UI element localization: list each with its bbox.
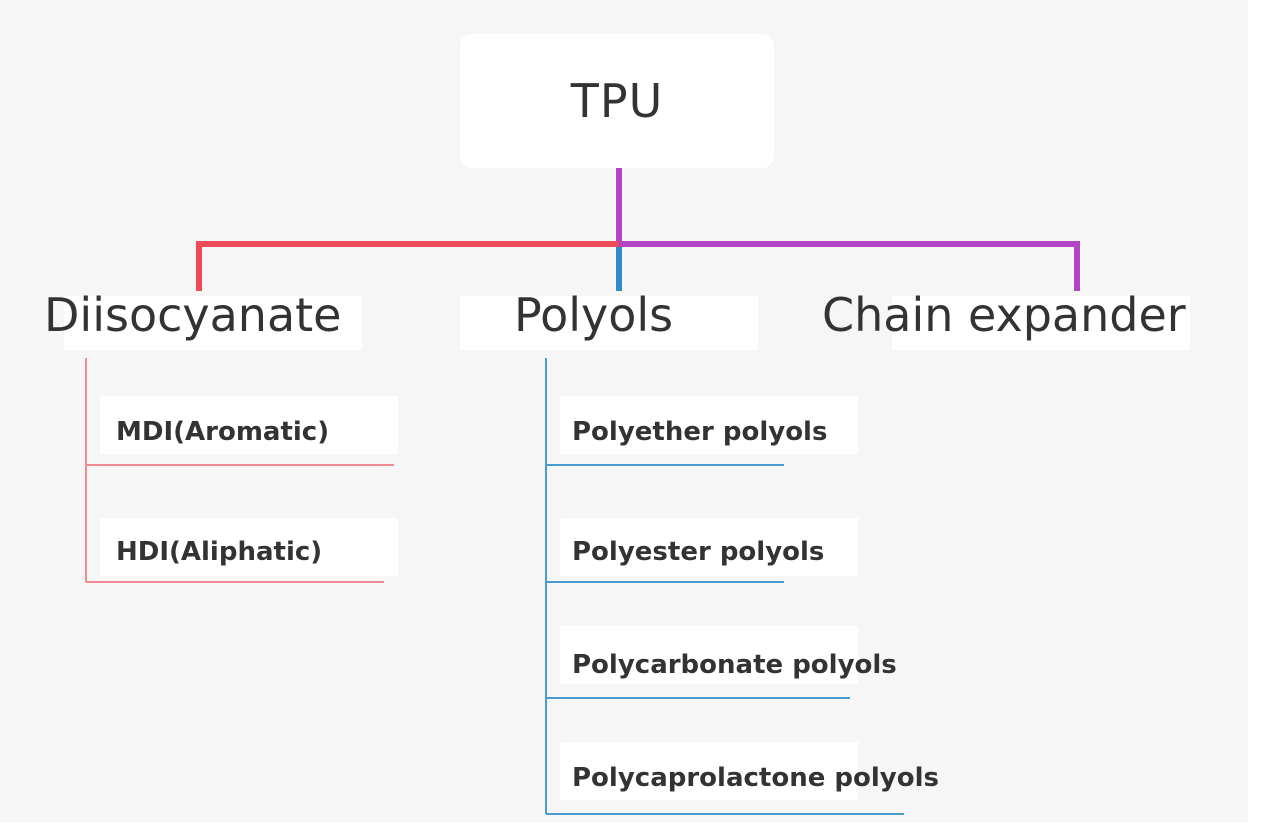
leaf-box-polyether <box>560 396 858 454</box>
category-label-polyols: Polyols <box>514 288 674 342</box>
leaf-box-polyester <box>560 518 858 576</box>
category-box-diisocyanate <box>64 296 362 350</box>
leaf-label-hdi: HDI(Aliphatic) <box>116 537 323 567</box>
leaf-label-polyether: Polyether polyols <box>572 417 828 447</box>
leaf-label-mdi: MDI(Aromatic) <box>116 417 330 447</box>
leaf-box-hdi <box>100 518 398 576</box>
category-label-chain-expander: Chain expander <box>822 288 1186 342</box>
leaf-box-polycaprolactone <box>560 742 858 800</box>
leaf-label-polycaprolactone: Polycaprolactone polyols <box>572 763 939 793</box>
leaf-box-mdi <box>100 396 398 454</box>
leaf-box-polycarbonate <box>560 626 858 684</box>
leaf-label-polycarbonate: Polycarbonate polyols <box>572 650 897 680</box>
category-box-polyols <box>460 296 758 350</box>
category-box-chain-expander <box>892 296 1190 350</box>
root-node-box <box>460 34 774 168</box>
root-node-label: TPU <box>570 74 664 128</box>
category-label-diisocyanate: Diisocyanate <box>44 288 342 342</box>
leaf-label-polyester: Polyester polyols <box>572 537 825 567</box>
